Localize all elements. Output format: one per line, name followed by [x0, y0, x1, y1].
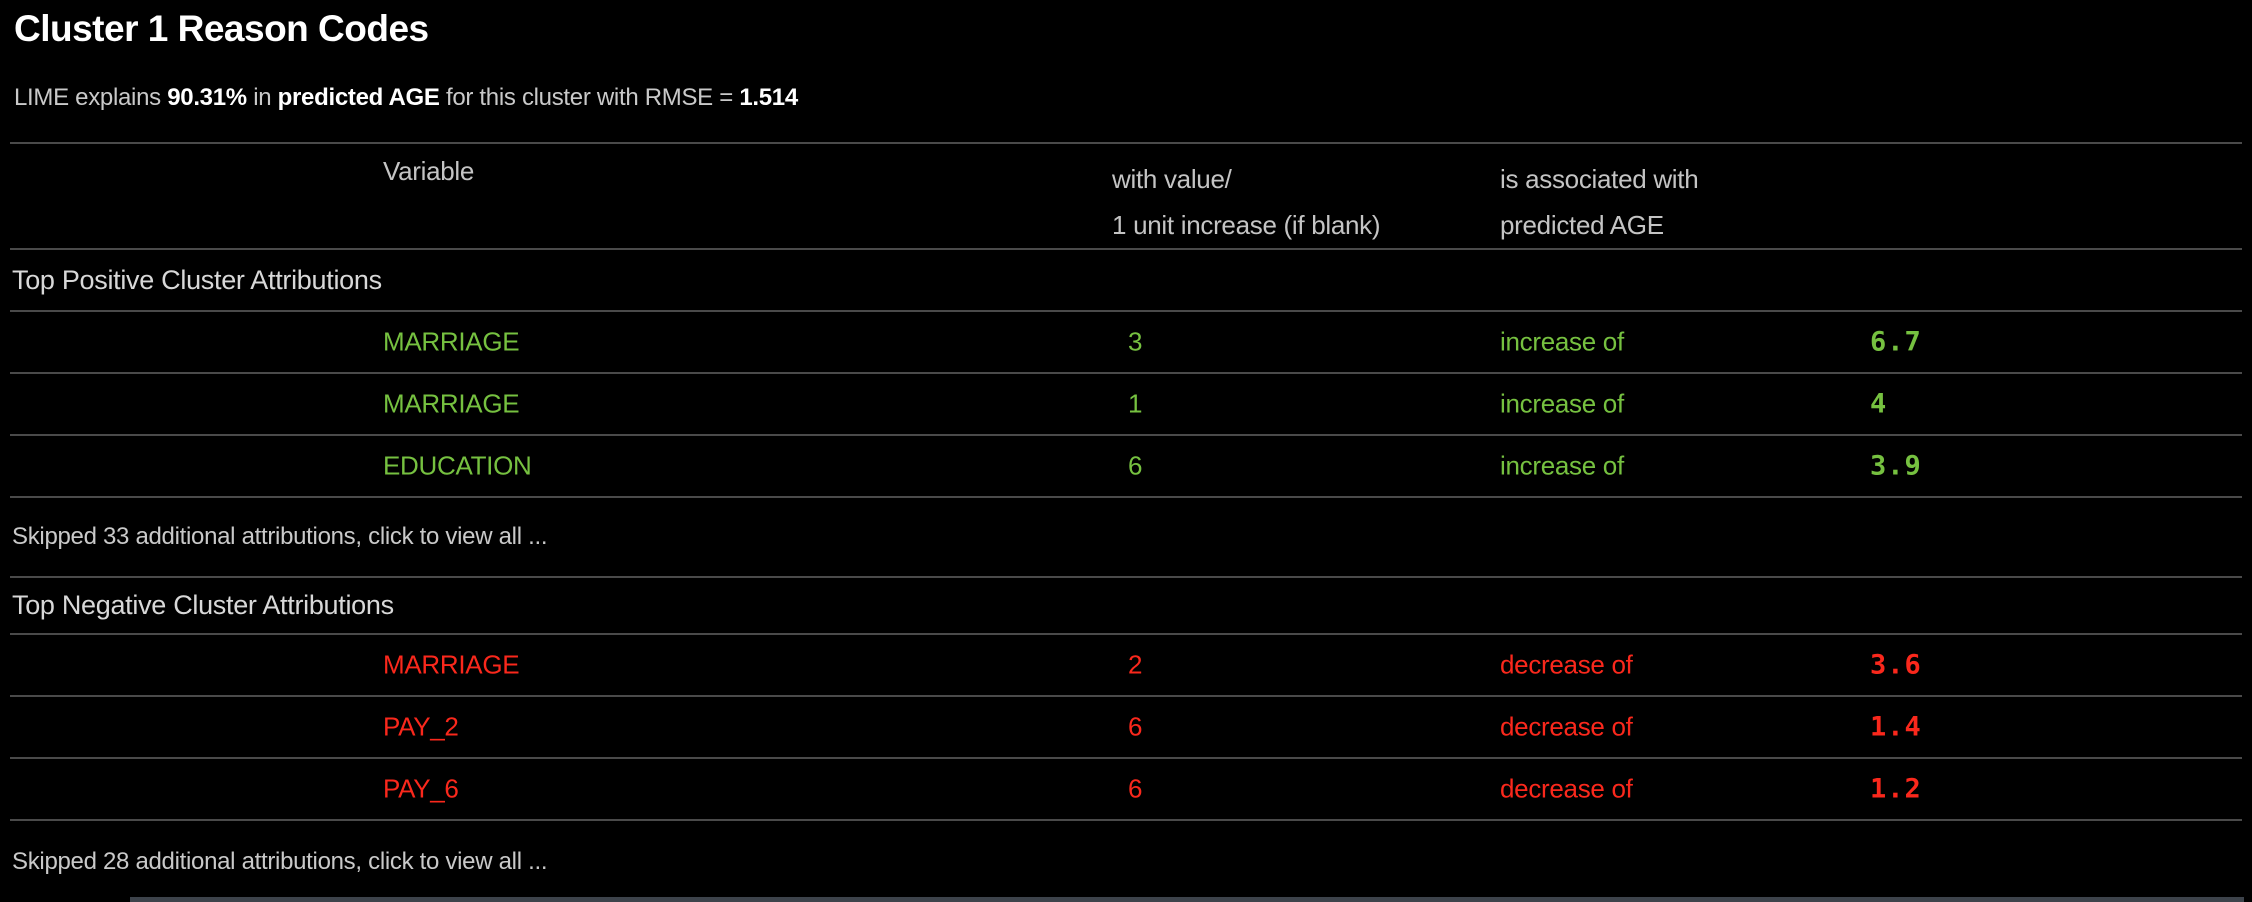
attributions-table: Variable with value/ 1 unit increase (if… [10, 142, 2242, 902]
positive-row: MARRIAGE 1 increase of 4 [10, 372, 2242, 434]
value-cell: 6 [1128, 773, 1143, 804]
direction-cell: decrease of [1500, 773, 1633, 804]
column-header-value-line2: 1 unit increase (if blank) [1112, 210, 1381, 240]
positive-section-title: Top Positive Cluster Attributions [10, 248, 2242, 310]
header-block: Cluster 1 Reason Codes LIME explains 90.… [0, 0, 2252, 142]
variable-cell: PAY_6 [383, 773, 459, 804]
positive-row: EDUCATION 6 increase of 3.9 [10, 434, 2242, 496]
column-header-assoc-line1: is associated with [1500, 164, 1699, 194]
value-cell: 1 [1128, 388, 1143, 419]
page-title: Cluster 1 Reason Codes [14, 8, 429, 49]
rmse-value: 1.514 [739, 84, 798, 111]
negative-section-title: Top Negative Cluster Attributions [10, 576, 2242, 633]
variable-cell: MARRIAGE [383, 649, 520, 680]
column-header-association: is associated with predicted AGE [1500, 156, 1699, 248]
negative-row: PAY_2 6 decrease of 1.4 [10, 695, 2242, 757]
variable-cell: MARRIAGE [383, 388, 520, 419]
direction-cell: increase of [1500, 450, 1624, 481]
value-cell: 2 [1128, 649, 1143, 680]
amount-cell: 3.9 [1870, 450, 1922, 482]
amount-cell: 4 [1870, 388, 1888, 420]
explained-percent: 90.31% [167, 84, 247, 111]
direction-cell: decrease of [1500, 711, 1633, 742]
table-header-row: Variable with value/ 1 unit increase (if… [10, 142, 2242, 248]
summary-mid2: for this cluster with RMSE = [439, 84, 740, 111]
direction-cell: increase of [1500, 326, 1624, 357]
horizontal-scrollbar[interactable] [130, 897, 2244, 902]
variable-cell: PAY_2 [383, 711, 459, 742]
summary-prefix: LIME explains [14, 84, 168, 111]
variable-cell: EDUCATION [383, 450, 532, 481]
column-header-value: with value/ 1 unit increase (if blank) [1112, 156, 1381, 248]
variable-cell: MARRIAGE [383, 326, 520, 357]
negative-row: PAY_6 6 decrease of 1.2 [10, 757, 2242, 819]
lime-summary-text: LIME explains 90.31% in predicted AGE fo… [14, 84, 2252, 112]
negative-row: MARRIAGE 2 decrease of 3.6 [10, 633, 2242, 695]
direction-cell: decrease of [1500, 649, 1633, 680]
amount-cell: 6.7 [1870, 326, 1922, 358]
value-cell: 6 [1128, 711, 1143, 742]
amount-cell: 1.2 [1870, 773, 1922, 805]
column-header-value-line1: with value/ [1112, 164, 1232, 194]
summary-mid1: in [246, 84, 278, 111]
column-header-assoc-line2: predicted AGE [1500, 210, 1664, 240]
positive-row: MARRIAGE 3 increase of 6.7 [10, 310, 2242, 372]
value-cell: 6 [1128, 450, 1143, 481]
column-header-variable: Variable [383, 156, 475, 186]
positive-skipped-note[interactable]: Skipped 33 additional attributions, clic… [10, 496, 2242, 576]
value-cell: 3 [1128, 326, 1143, 357]
target-label: predicted AGE [277, 84, 440, 111]
direction-cell: increase of [1500, 388, 1624, 419]
amount-cell: 1.4 [1870, 711, 1922, 743]
negative-skipped-note[interactable]: Skipped 28 additional attributions, clic… [10, 819, 2242, 902]
amount-cell: 3.6 [1870, 649, 1922, 681]
